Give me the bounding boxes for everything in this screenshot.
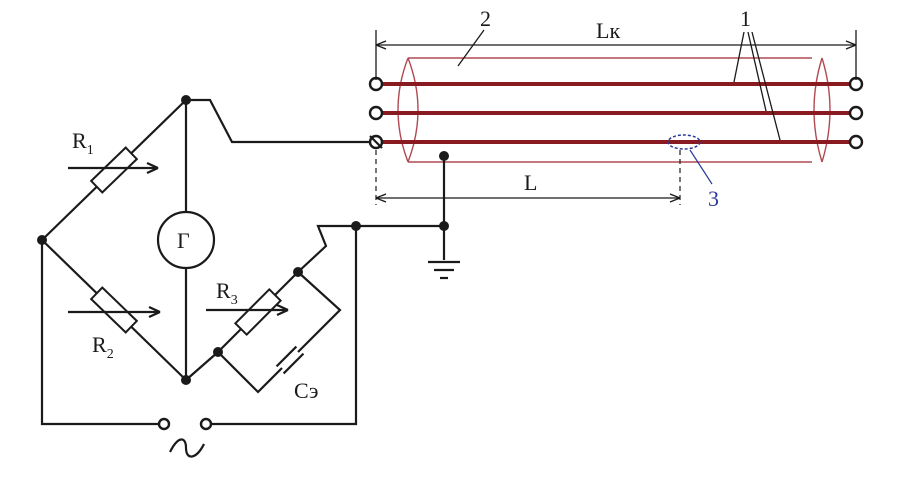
wire-source-right <box>212 226 358 426</box>
node-r3-bottom <box>213 347 223 357</box>
dimension-cable-length <box>375 30 857 80</box>
wire-capacitor <box>217 271 342 394</box>
terminal-right-2 <box>848 105 864 121</box>
wire-r3-top <box>297 224 444 273</box>
resistor-r1 <box>89 146 139 194</box>
ac-source-terminal-left <box>157 417 171 431</box>
label-cores-marker: 1 <box>740 6 751 31</box>
cores-marker-leader-b <box>747 31 767 112</box>
sheath-marker-leader <box>457 29 485 67</box>
capacitor-icon <box>275 345 305 375</box>
node-left <box>37 235 47 245</box>
resistor-r2 <box>89 286 139 334</box>
node-top <box>181 95 191 105</box>
node-ground <box>439 221 449 231</box>
node-source-right <box>351 221 361 231</box>
terminal-left-2 <box>368 105 384 121</box>
cable-sheath-left-end <box>397 57 419 163</box>
label-r1: R1 <box>72 128 94 158</box>
node-r3-top <box>293 267 303 277</box>
terminal-right-3 <box>848 134 864 150</box>
variable-resistor-r3-arrow <box>206 303 289 317</box>
ac-source-terminal-right <box>199 417 213 431</box>
label-sheath-marker: 2 <box>480 6 491 31</box>
ground-icon <box>428 260 460 280</box>
wire-source-left <box>40 240 158 426</box>
resistor-r3 <box>233 287 283 337</box>
cores-marker-leader-a <box>733 31 745 83</box>
fault-marker-leader <box>689 149 713 185</box>
cable-sheath <box>408 57 812 163</box>
cores-marker-leader-c <box>751 31 781 141</box>
fault-marker-ellipse <box>667 134 701 150</box>
wire-bottom-to-r3 <box>185 351 219 381</box>
cable-sheath-right-end <box>813 57 831 163</box>
node-bottom <box>181 375 191 385</box>
node-sheath <box>439 151 449 161</box>
terminal-left-3-slash <box>369 135 383 149</box>
variable-resistor-r2-arrow <box>68 305 161 319</box>
label-fault-marker: 3 <box>708 186 719 211</box>
galvanometer-icon <box>156 210 216 270</box>
label-r3: R3 <box>216 278 238 308</box>
label-fault-distance: L <box>524 170 537 195</box>
label-r2: R2 <box>92 332 114 362</box>
cable <box>368 57 864 185</box>
wire-top-to-cable <box>186 98 370 144</box>
variable-resistor-r1-arrow <box>68 161 159 175</box>
label-cable-length: Lк <box>596 18 620 43</box>
dimension-fault-distance <box>375 150 681 205</box>
ac-source-icon <box>169 438 205 458</box>
label-galvanometer: Г <box>177 228 190 253</box>
label-capacitor: Сэ <box>294 378 318 403</box>
